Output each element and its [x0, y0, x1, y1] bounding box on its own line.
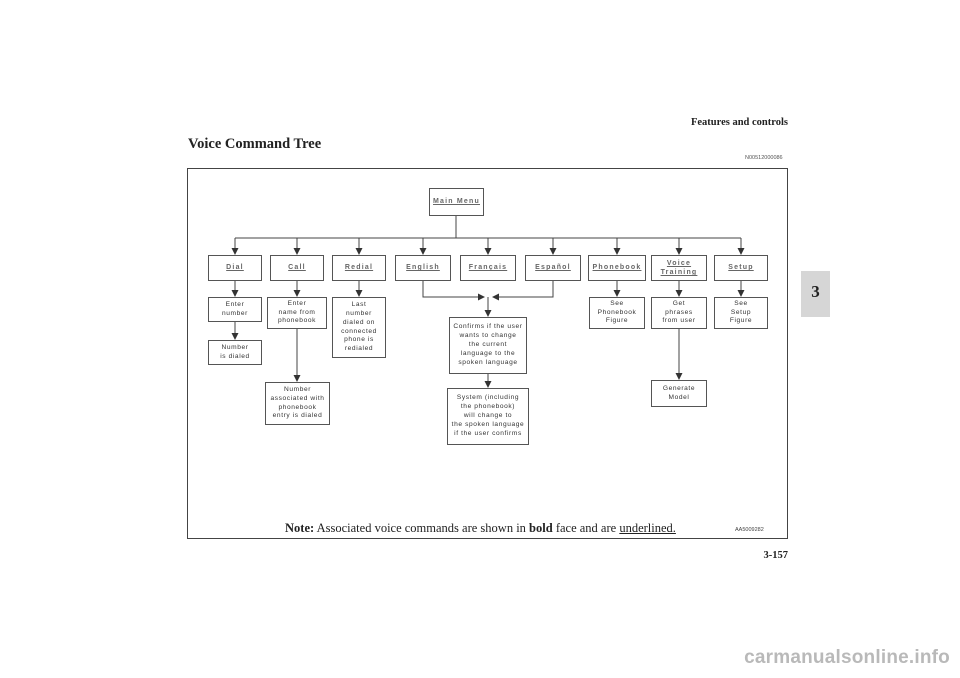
setup-command-node: Setup — [714, 255, 768, 281]
chapter-number: 3 — [811, 282, 820, 301]
note-label: Note: — [285, 521, 315, 535]
diagram-note: Note: Associated voice commands are show… — [285, 521, 676, 536]
espanol-command-node: Español — [525, 255, 581, 281]
figure-code: AA5009282 — [735, 527, 764, 533]
note-text-before: Associated voice commands are shown in — [316, 521, 526, 535]
connector-lines — [231, 216, 745, 388]
francais-command-node: Français — [460, 255, 516, 281]
chapter-tab: 3 — [801, 271, 830, 317]
voice-command-tree-diagram: Main Menu Dial Call Redial English Franç… — [187, 168, 788, 539]
number-associated-node: Number associated with phonebook entry i… — [265, 382, 330, 425]
note-underlined-word: underlined. — [619, 521, 676, 535]
page-title: Voice Command Tree — [188, 136, 322, 152]
generate-model-node: Generate Model — [651, 380, 707, 407]
document-code: N00512000086 — [745, 155, 783, 161]
enter-name-node: Enter name from phonebook — [267, 297, 327, 329]
see-setup-node: See Setup Figure — [714, 297, 768, 329]
note-text-middle: face and are — [555, 521, 617, 535]
enter-number-node: Enter number — [208, 297, 262, 322]
number-dialed-node: Number is dialed — [208, 340, 262, 365]
note-bold-word: bold — [529, 521, 553, 535]
get-phrases-node: Get phrases from user — [651, 297, 707, 329]
confirm-language-node: Confirms if the user wants to change the… — [449, 317, 527, 374]
redial-command-node: Redial — [332, 255, 386, 281]
see-phonebook-node: See Phonebook Figure — [589, 297, 645, 329]
page-number: 3-157 — [763, 550, 789, 561]
main-menu-node: Main Menu — [429, 188, 484, 216]
dial-command-node: Dial — [208, 255, 262, 281]
last-number-node: Last number dialed on connected phone is… — [332, 297, 386, 358]
system-language-node: System (including the phonebook) will ch… — [447, 388, 529, 445]
voice-training-command-node: Voice Training — [651, 255, 707, 281]
site-watermark: carmanualsonline.info — [744, 647, 950, 668]
call-command-node: Call — [270, 255, 324, 281]
section-header: Features and controls — [690, 117, 788, 128]
phonebook-command-node: Phonebook — [588, 255, 646, 281]
english-command-node: English — [395, 255, 451, 281]
